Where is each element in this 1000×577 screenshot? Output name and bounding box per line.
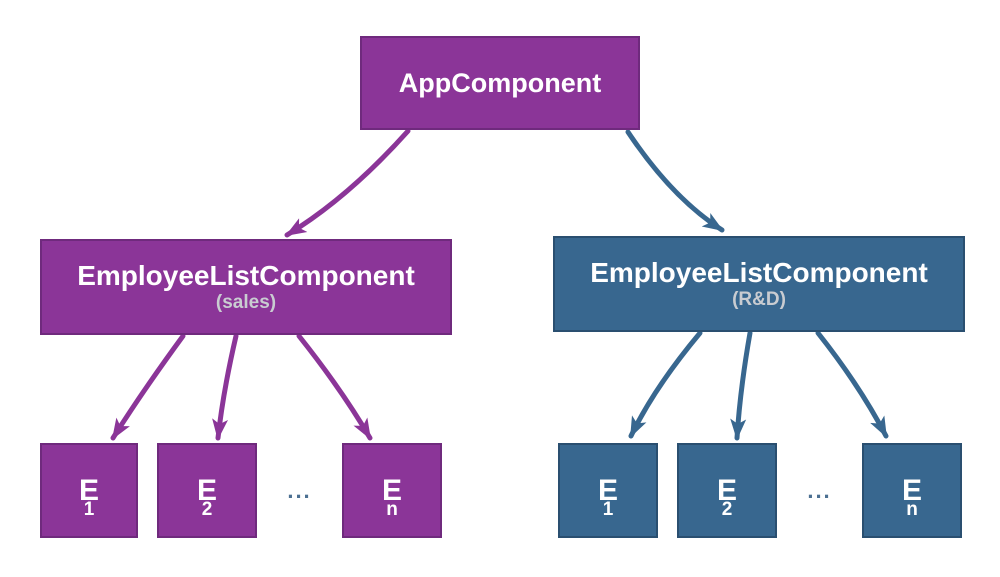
arrow-sales-to-e1 (110, 333, 186, 441)
arrow-rnd-to-e2 (730, 330, 753, 441)
ellipsis-sales: ... (287, 477, 312, 503)
arrow-sales-to-e2 (212, 333, 239, 441)
arrow-rnd-to-en (815, 330, 889, 439)
employee-list-rnd-label: EmployeeListComponent (590, 257, 928, 289)
employee-label: E (597, 473, 618, 507)
employee-label: E (196, 473, 217, 507)
arrow-rnd-to-e1 (628, 330, 703, 439)
employee-list-rnd-sublabel: (R&D) (732, 288, 786, 310)
employee-label: E (381, 473, 402, 507)
employee-label: E (716, 473, 737, 507)
arrow-sales-to-en (296, 333, 373, 441)
employee-label: E (78, 473, 99, 507)
app-component-label: AppComponent (398, 67, 602, 98)
employee-list-rnd-node: EmployeeListComponent (R&D) (553, 236, 965, 332)
employee-list-sales-node: EmployeeListComponent (sales) (40, 239, 452, 335)
employee-list-sales-label: EmployeeListComponent (77, 260, 415, 292)
ellipsis-rnd: ... (807, 477, 832, 503)
employee-label: E (901, 473, 922, 507)
arrow-app-to-rnd (625, 129, 725, 233)
app-component-node: AppComponent (360, 36, 640, 130)
employee-list-sales-sublabel: (sales) (215, 291, 277, 313)
arrow-app-to-sales (284, 128, 411, 238)
